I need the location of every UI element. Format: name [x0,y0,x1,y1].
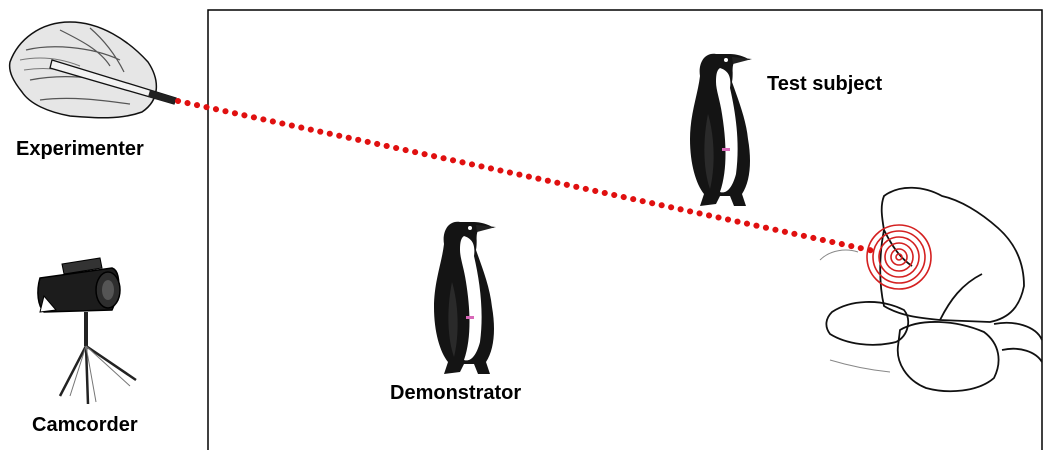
arena-frame [207,9,1043,450]
experimenter-label: Experimenter [16,138,144,160]
rock-sketch-icon [819,186,1043,393]
laser-target-icon [866,224,932,290]
test-subject-penguin-icon [690,53,752,206]
hand-with-laser-pointer-icon [8,21,177,119]
demonstrator-label: Demonstrator [390,382,522,404]
laser-beam [175,98,877,254]
test-subject-label: Test subject [767,73,883,95]
demonstrator-penguin-icon [434,221,496,374]
camcorder-label: Camcorder [32,414,138,436]
camcorder-on-tripod-icon [37,257,137,405]
